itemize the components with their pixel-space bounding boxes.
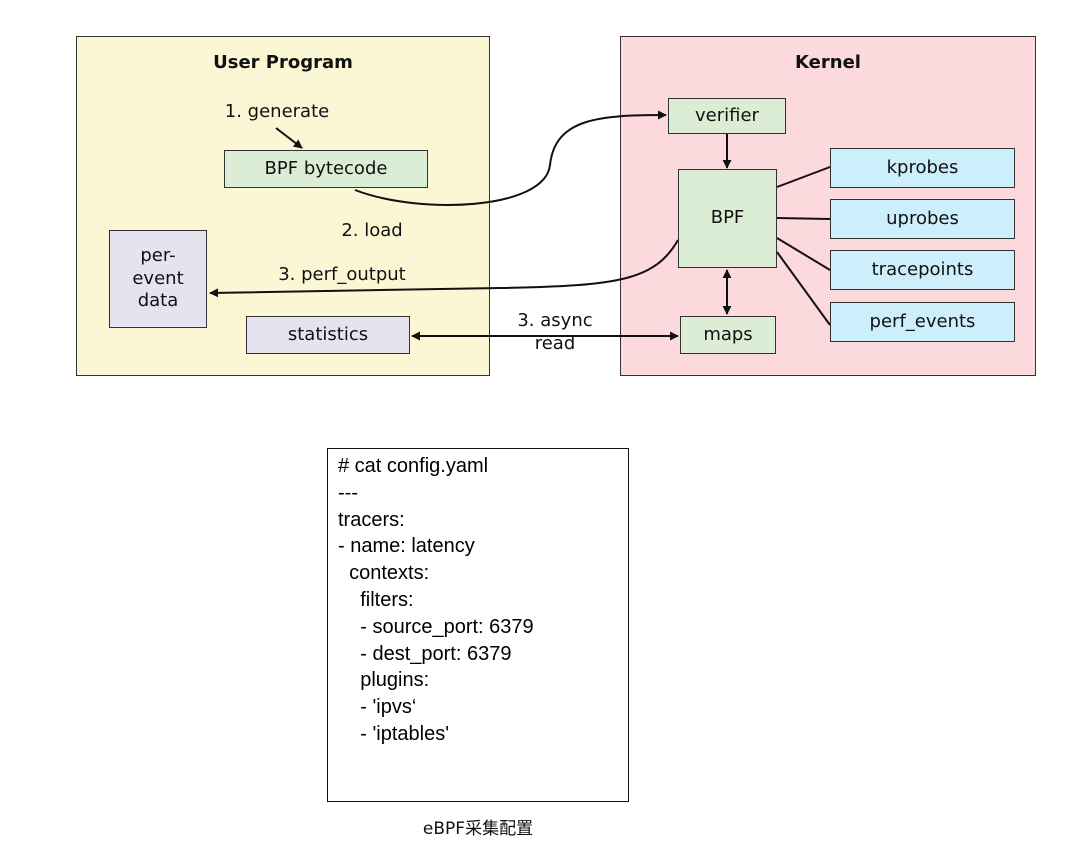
- generate-arrow: [275, 127, 303, 149]
- per-event-data-line-3: data: [137, 290, 179, 312]
- perf-events-box: perf_events: [830, 302, 1015, 342]
- generate-label: 1. generate: [224, 101, 330, 122]
- bpf-perf-events-line: [776, 251, 831, 326]
- config-line: contexts:: [338, 562, 430, 585]
- kprobes-label: kprobes: [886, 156, 959, 178]
- config-line: - 'iptables': [338, 722, 450, 745]
- config-line: filters:: [338, 588, 414, 611]
- per-event-data-box: per- event data: [109, 230, 207, 328]
- config-line: tracers:: [338, 508, 405, 531]
- maps-box: maps: [680, 316, 776, 354]
- maps-label: maps: [703, 323, 753, 345]
- async-read-label-line-1: 3. async: [517, 310, 593, 331]
- user-program-title: User Program: [213, 52, 353, 73]
- config-line: plugins:: [338, 669, 430, 692]
- bpf-label: BPF: [710, 207, 745, 229]
- statistics-box: statistics: [246, 316, 410, 354]
- config-yaml-block: # cat config.yaml --- tracers: - name: l…: [327, 448, 629, 802]
- config-line: - dest_port: 6379: [338, 642, 512, 665]
- perf-events-label: perf_events: [869, 310, 976, 332]
- config-line: - 'ipvs‘: [338, 696, 417, 719]
- perf-output-arrow: [209, 239, 679, 298]
- async-read-label-line-2: read: [534, 333, 576, 355]
- bpf-bytecode-label: BPF bytecode: [264, 157, 388, 179]
- kernel-title: Kernel: [795, 52, 861, 73]
- config-line: - name: latency: [338, 535, 475, 558]
- per-event-data-line-1: per-: [140, 245, 176, 267]
- async-read-label: 3. async read: [500, 309, 610, 356]
- tracepoints-label: tracepoints: [871, 258, 974, 280]
- bpf-tracepoints-line: [776, 237, 831, 271]
- perf-output-label: 3. perf_output: [278, 264, 406, 285]
- per-event-data-line-2: event: [132, 267, 184, 289]
- bpf-kprobes-line: [776, 166, 831, 188]
- tracepoints-box: tracepoints: [830, 250, 1015, 290]
- load-label: 2. load: [341, 220, 403, 241]
- load-arrow: [354, 110, 667, 206]
- config-line: # cat config.yaml: [338, 455, 489, 477]
- diagram-connectors: [209, 110, 831, 341]
- verifier-box: verifier: [668, 98, 786, 134]
- bpf-uprobes-line: [776, 217, 831, 220]
- kprobes-box: kprobes: [830, 148, 1015, 188]
- verifier-label: verifier: [695, 104, 759, 126]
- config-line: - source_port: 6379: [338, 615, 534, 638]
- config-line: ---: [338, 481, 358, 504]
- statistics-label: statistics: [287, 323, 369, 345]
- bpf-bytecode-box: BPF bytecode: [224, 150, 428, 188]
- uprobes-box: uprobes: [830, 199, 1015, 239]
- figure-caption: eBPF采集配置: [422, 819, 534, 839]
- uprobes-label: uprobes: [886, 207, 959, 229]
- bpf-box: BPF: [678, 169, 777, 268]
